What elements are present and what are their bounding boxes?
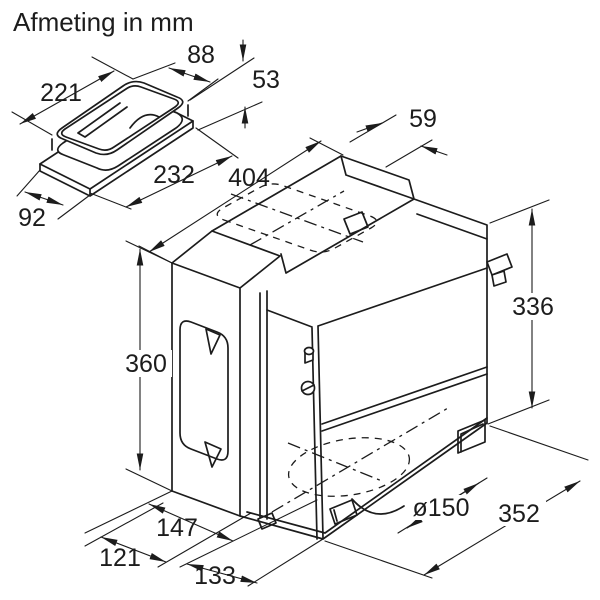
main-base-width-label: 133 xyxy=(194,562,236,590)
panel-body-gap xyxy=(259,290,268,520)
ext-133 xyxy=(247,538,324,587)
dim-121 xyxy=(100,536,167,563)
bottom-lip xyxy=(246,417,488,534)
dim-147 xyxy=(148,503,234,542)
body-front-edges xyxy=(266,213,488,540)
main-step-depth-label: 59 xyxy=(409,105,437,133)
side-vent-opening xyxy=(457,419,486,454)
ext-53 xyxy=(189,57,263,131)
duct-circle-dashed xyxy=(287,437,411,497)
ext-352 xyxy=(324,425,589,579)
adapter-tub-inner-rim xyxy=(60,85,180,151)
ext-147 xyxy=(84,490,318,568)
adapter-height-label: 53 xyxy=(252,66,280,94)
dimension-labels: 221 88 53 232 92 404 59 360 336 ø150 352… xyxy=(18,41,559,590)
main-unit-drawing xyxy=(171,155,513,540)
adapter-inner-hump xyxy=(129,113,160,129)
front-panel-edges xyxy=(171,230,281,517)
main-base-depth-label: 352 xyxy=(498,500,540,528)
label-bg-360 xyxy=(120,350,172,377)
label-bg-150 xyxy=(408,495,474,520)
duct-diameter-label: ø150 xyxy=(413,494,470,522)
filter-seam xyxy=(321,366,488,432)
fastener-pin-head xyxy=(303,346,315,356)
panel-cutout xyxy=(179,320,229,461)
main-side-height-label: 336 xyxy=(512,293,554,321)
duct-centerline-u xyxy=(287,442,383,482)
label-bg-336 xyxy=(507,293,559,320)
mounting-clip xyxy=(486,253,513,276)
dim-59-right-arrow xyxy=(420,145,448,156)
adapter-wall-edges xyxy=(51,104,189,151)
dim-352 xyxy=(423,480,581,576)
label-bg-352 xyxy=(492,501,546,526)
adapter-base-width-label: 92 xyxy=(18,204,46,232)
duct-centerline-v xyxy=(271,407,449,513)
main-unit-outline xyxy=(171,155,488,540)
dim-92 xyxy=(24,191,64,206)
ext-336 xyxy=(487,199,550,425)
dim-404 xyxy=(148,140,322,253)
adapter-base-length-label: 232 xyxy=(153,161,195,189)
dim-133 xyxy=(186,563,258,584)
main-top-depth-label: 404 xyxy=(228,164,270,192)
cutout-top-tab xyxy=(205,328,221,355)
fastener-screw-slot xyxy=(301,384,315,392)
main-front-offset-label: 147 xyxy=(156,514,198,542)
top-platform-edges xyxy=(280,155,415,274)
top-face-notch xyxy=(343,211,369,235)
adapter-top-length-label: 221 xyxy=(40,79,82,107)
dim-59-left-arrow xyxy=(356,122,383,133)
dim-221 xyxy=(19,70,115,125)
page-title: Afmeting in mm xyxy=(13,7,194,37)
main-side-offset-label: 121 xyxy=(99,544,141,572)
adapter-tub-rim xyxy=(56,80,184,156)
cutout-bottom-tab xyxy=(204,441,222,468)
ext-92 xyxy=(16,169,91,220)
dim-88 xyxy=(168,67,211,83)
front-vent-opening xyxy=(329,499,358,525)
mounting-clip-lower xyxy=(491,270,507,287)
adapter-top-width-label: 88 xyxy=(187,41,215,69)
ext-88 xyxy=(132,62,219,102)
duct-spout-arc xyxy=(351,498,405,515)
gap-vent-opening xyxy=(257,512,277,530)
main-front-height-label: 360 xyxy=(125,350,167,378)
